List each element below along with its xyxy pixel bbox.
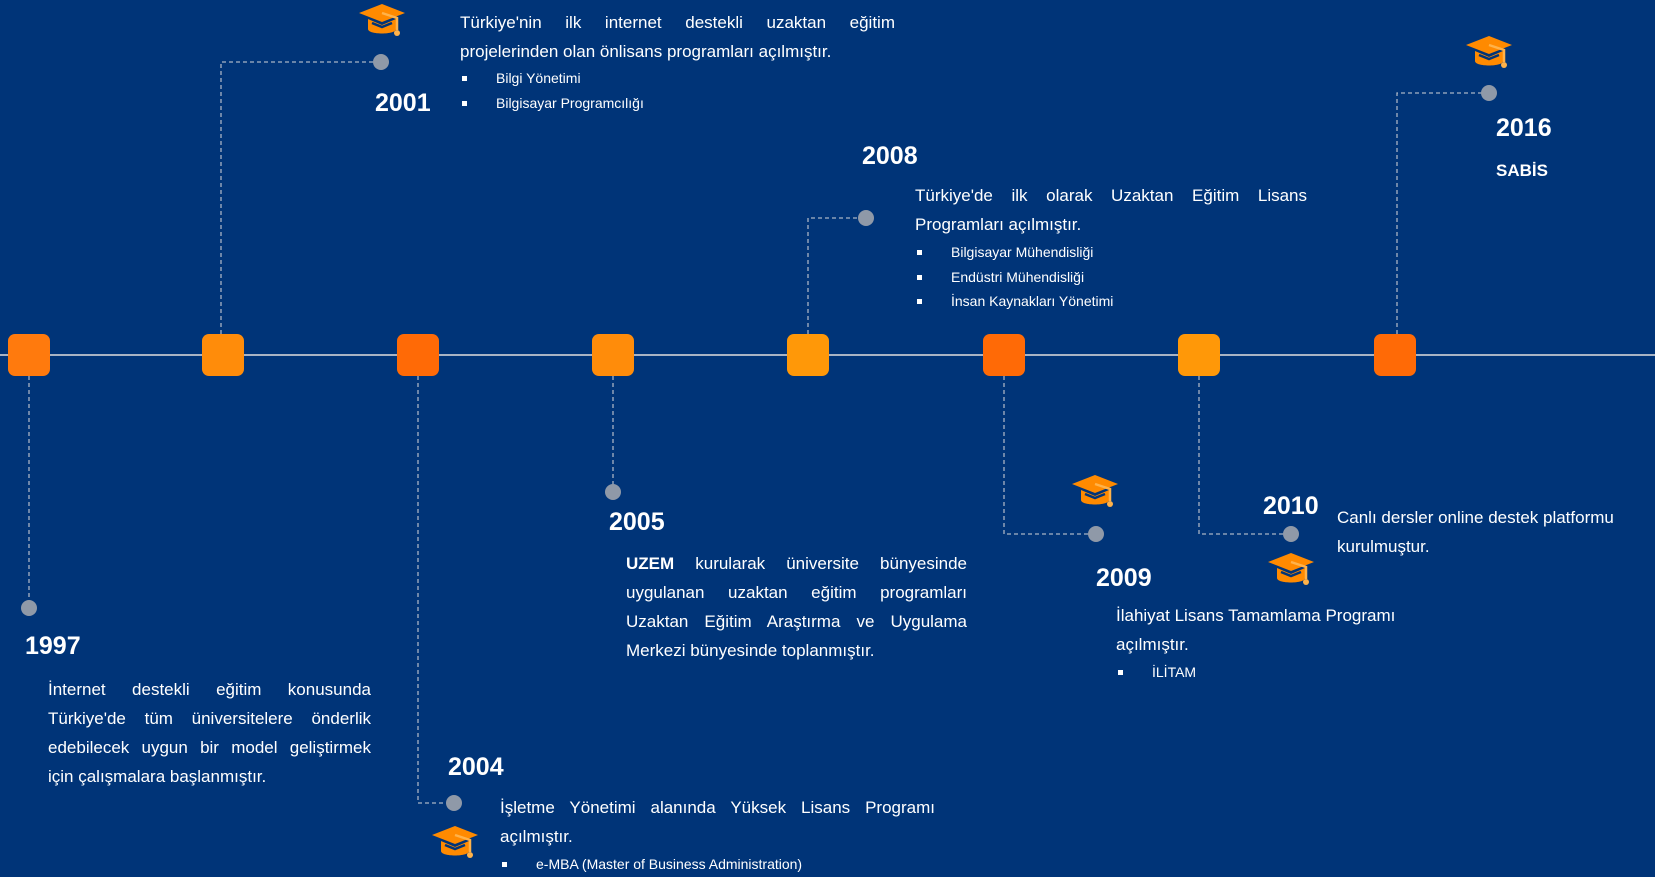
list-item: İLİTAM: [1116, 660, 1196, 685]
graduation-cap-icon: [356, 0, 408, 44]
timeline-node-2016: [1374, 334, 1416, 376]
timeline-node-2001: [202, 334, 244, 376]
event-2008-description: Türkiye'de ilk olarak Uzaktan Eğitim Lis…: [915, 186, 1307, 234]
year-2004-label: 2004: [448, 753, 504, 781]
connector-line-2009: [1003, 355, 1096, 535]
event-2001-description: Türkiye'nin ilk internet destekli uzakta…: [460, 13, 895, 61]
year-2008-label: 2008: [862, 142, 918, 170]
graduation-cap-icon: [1463, 32, 1515, 76]
timeline-node-1997: [8, 334, 50, 376]
connector-dot-2005: [605, 484, 621, 500]
year-2005-label: 2005: [609, 508, 665, 536]
connector-dot-2004: [446, 795, 462, 811]
event-2010-description: Canlı dersler online destek platformu ku…: [1337, 508, 1614, 556]
connector-dot-2001: [373, 54, 389, 70]
graduation-cap-icon: [1265, 549, 1317, 593]
connector-dot-2009: [1088, 526, 1104, 542]
timeline-node-2008: [787, 334, 829, 376]
year-2009-label: 2009: [1096, 564, 1152, 592]
list-item: Endüstri Mühendisliği: [915, 265, 1113, 290]
timeline-node-2004: [397, 334, 439, 376]
timeline-node-2009: [983, 334, 1025, 376]
list-item: e-MBA (Master of Business Administration…: [500, 852, 802, 877]
event-2005-description-text: kurularak üniversite bünyesinde uygulana…: [626, 554, 967, 660]
event-1997-description: İnternet destekli eğitim konusunda Türki…: [48, 680, 371, 786]
event-2009-description: İlahiyat Lisans Tamamlama Programı açılm…: [1116, 606, 1396, 654]
event-2008-bullet-list: Bilgisayar Mühendisliği Endüstri Mühendi…: [915, 240, 1113, 314]
connector-line-2016: [1396, 92, 1489, 355]
year-2016-label: 2016: [1496, 114, 1552, 142]
timeline-node-2005: [592, 334, 634, 376]
event-2001-bullet-list: Bilgi Yönetimi Bilgisayar Programcılığı: [460, 66, 644, 115]
connector-dots: [21, 54, 1497, 811]
connector-lines: [28, 61, 1489, 804]
list-item: Bilgisayar Mühendisliği: [915, 240, 1113, 265]
uzem-bold-text: UZEM: [626, 554, 675, 573]
connector-line-2008: [807, 217, 866, 355]
connector-line-2001: [220, 61, 381, 355]
year-2001-label: 2001: [375, 89, 431, 117]
event-2005-description: UZEM kurularak üniversite bünyesinde uyg…: [626, 549, 967, 665]
event-2004-bullet-list: e-MBA (Master of Business Administration…: [500, 852, 802, 877]
event-2009-bullet-list: İLİTAM: [1116, 660, 1196, 685]
connector-dot-2016: [1481, 85, 1497, 101]
connector-line-2004: [417, 355, 454, 804]
year-1997-label: 1997: [25, 632, 81, 660]
year-2010-label: 2010: [1263, 492, 1319, 520]
timeline-node-2010: [1178, 334, 1220, 376]
connector-dot-2010: [1283, 526, 1299, 542]
graduation-cap-icon: [1069, 471, 1121, 515]
connector-dot-2008: [858, 210, 874, 226]
list-item: Bilgi Yönetimi: [460, 66, 644, 91]
connector-dot-1997: [21, 600, 37, 616]
event-2016-description: SABİS: [1496, 161, 1548, 180]
graduation-cap-icon: [429, 822, 481, 866]
list-item: Bilgisayar Programcılığı: [460, 91, 644, 116]
connector-line-2010: [1198, 355, 1291, 535]
timeline-nodes: [8, 334, 1416, 376]
event-2004-description: İşletme Yönetimi alanında Yüksek Lisans …: [500, 798, 935, 846]
list-item: İnsan Kaynakları Yönetimi: [915, 289, 1113, 314]
